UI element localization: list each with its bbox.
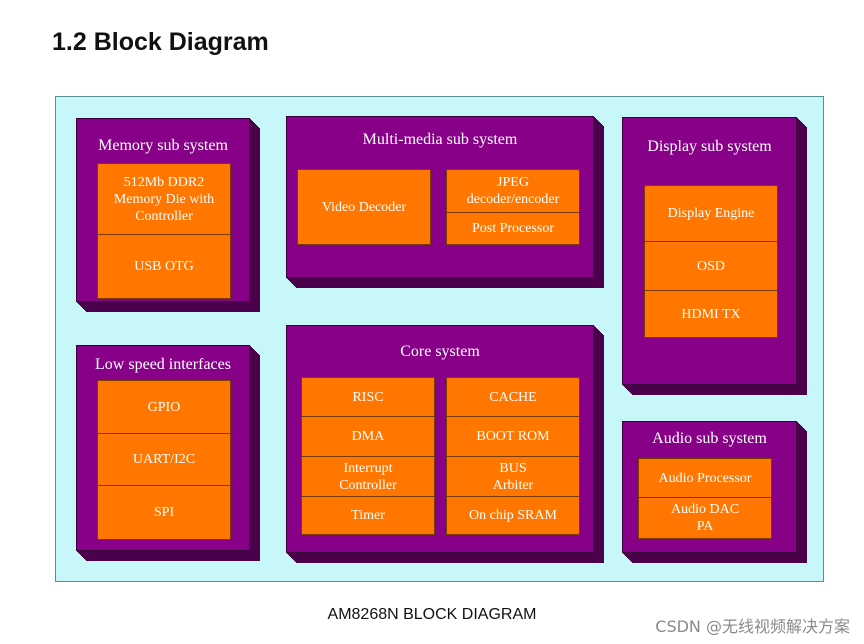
- post-processor-block: Post Processor: [446, 212, 580, 245]
- audio-subsystem: Audio sub system Audio Processor Audio D…: [622, 421, 797, 553]
- multimedia-subsystem: Multi-media sub system Video Decoder JPE…: [286, 116, 594, 278]
- boot-rom-block: BOOT ROM: [446, 416, 580, 457]
- low-speed-interfaces: Low speed interfaces GPIO UART/I2C SPI: [76, 345, 250, 551]
- display-engine-block: Display Engine: [644, 185, 778, 242]
- cache-block: CACHE: [446, 377, 580, 417]
- memory-subsystem-label: Memory sub system: [98, 137, 228, 154]
- jpeg-codec-block: JPEG decoder/encoder: [446, 169, 580, 213]
- hdmi-tx-block: HDMI TX: [644, 290, 778, 338]
- audio-subsystem-label: Audio sub system: [652, 430, 767, 447]
- csdn-watermark: CSDN @无线视频解决方案: [655, 617, 850, 636]
- risc-block: RISC: [301, 377, 435, 417]
- core-system: Core system RISC DMA Interrupt Controlle…: [286, 325, 594, 553]
- low-speed-interfaces-label: Low speed interfaces: [95, 356, 231, 373]
- diagram-caption: AM8268N BLOCK DIAGRAM: [327, 606, 537, 623]
- uart-i2c-block: UART/I2C: [97, 433, 231, 486]
- audio-dac-pa-block: Audio DAC PA: [638, 497, 772, 539]
- core-system-label: Core system: [400, 343, 480, 360]
- video-decoder-block: Video Decoder: [297, 169, 431, 245]
- page-title: 1.2 Block Diagram: [52, 28, 269, 56]
- osd-block: OSD: [644, 241, 778, 291]
- bus-arbiter-block: BUS Arbiter: [446, 456, 580, 497]
- multimedia-subsystem-label: Multi-media sub system: [362, 131, 518, 148]
- dma-block: DMA: [301, 416, 435, 457]
- display-subsystem: Display sub system Display Engine OSD HD…: [622, 117, 797, 385]
- ddr2-memory-block: 512Mb DDR2 Memory Die with Controller: [97, 163, 231, 235]
- gpio-block: GPIO: [97, 380, 231, 434]
- display-subsystem-label: Display sub system: [647, 138, 772, 155]
- timer-block: Timer: [301, 496, 435, 535]
- spi-block: SPI: [97, 485, 231, 540]
- on-chip-sram-block: On chip SRAM: [446, 496, 580, 535]
- memory-subsystem: Memory sub system 512Mb DDR2 Memory Die …: [76, 118, 250, 302]
- usb-otg-block: USB OTG: [97, 234, 231, 299]
- audio-processor-block: Audio Processor: [638, 458, 772, 498]
- block-diagram: Memory sub system 512Mb DDR2 Memory Die …: [55, 96, 824, 582]
- interrupt-controller-block: Interrupt Controller: [301, 456, 435, 497]
